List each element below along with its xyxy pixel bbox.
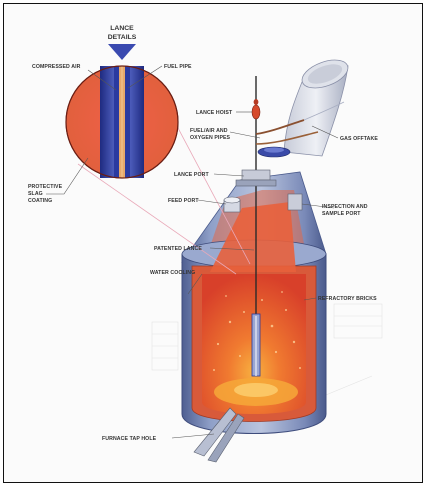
label-fuel-air-1: FUEL/AIR AND <box>190 128 228 134</box>
label-water-cooling: WATER COOLING <box>150 270 195 276</box>
label-lance-details-1: LANCE <box>110 25 134 32</box>
diagram-frame: LANCE DETAILS COMPRESSED AIR FUEL PIPE P… <box>3 3 423 483</box>
label-protective-2: SLAG <box>28 191 43 197</box>
label-fuel-air-2: OXYGEN PIPES <box>190 135 231 141</box>
label-protective-3: COATING <box>28 198 52 204</box>
label-patented-lance: PATENTED LANCE <box>154 246 202 252</box>
label-lance-hoist: LANCE HOIST <box>196 110 233 116</box>
label-feed-port: FEED PORT <box>168 198 199 204</box>
label-refractory-bricks: REFRACTORY BRICKS <box>318 296 377 302</box>
lance-details-arrow <box>108 44 136 60</box>
label-gas-offtake: GAS OFFTAKE <box>340 136 378 142</box>
label-lance-details-2: DETAILS <box>108 34 137 41</box>
feed-port <box>224 197 240 212</box>
label-inspection-1: INSPECTION AND <box>322 204 368 210</box>
label-compressed-air: COMPRESSED AIR <box>32 64 81 70</box>
inspection-port <box>288 194 302 210</box>
label-furnace-tap-hole: FURNACE TAP HOLE <box>102 436 157 442</box>
furnace-diagram: LANCE DETAILS COMPRESSED AIR FUEL PIPE P… <box>4 4 423 483</box>
label-lance-port: LANCE PORT <box>174 172 209 178</box>
label-fuel-pipe: FUEL PIPE <box>164 64 192 70</box>
label-inspection-2: SAMPLE PORT <box>322 211 361 217</box>
label-protective-1: PROTECTIVE <box>28 184 63 190</box>
lance-port <box>236 170 276 186</box>
molten-hot-core <box>214 378 298 406</box>
